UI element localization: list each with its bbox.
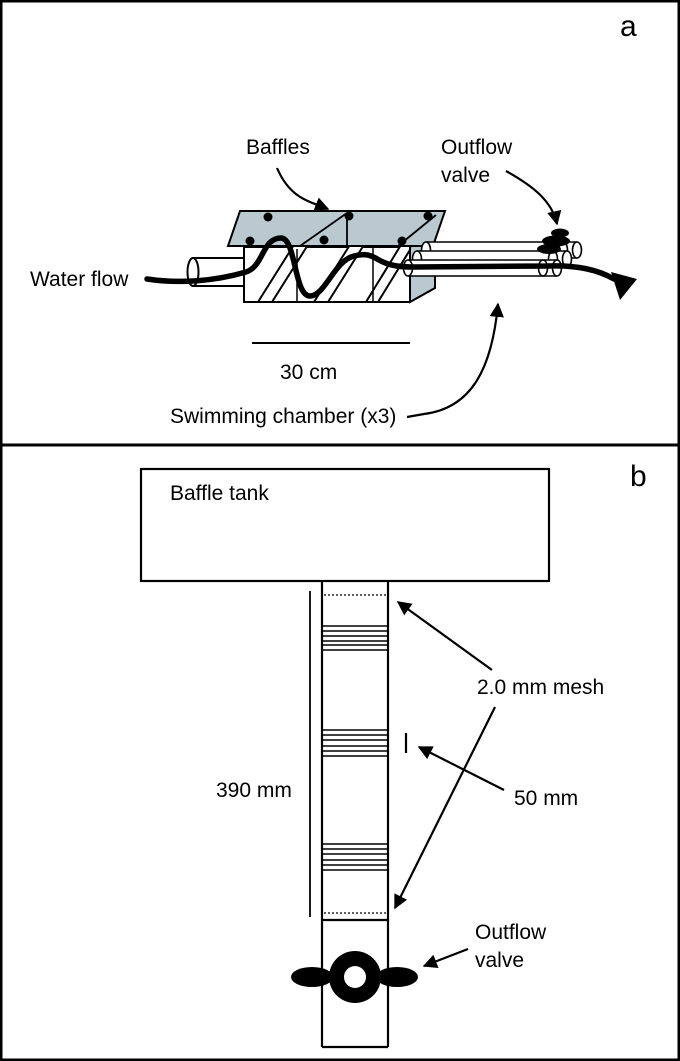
mesh-pointer-arrows xyxy=(394,601,496,910)
mesh-height-label: 50 mm xyxy=(514,787,579,810)
water-flow-path xyxy=(144,235,637,300)
mesh-height-pointer-arrow xyxy=(417,746,505,791)
baffle-plates xyxy=(256,239,418,303)
outflow-pointer-arrow xyxy=(422,947,469,969)
panel-b-canvas xyxy=(0,444,680,1061)
outflow-valve-icon xyxy=(291,951,418,1003)
baffle-tank-rect xyxy=(139,467,551,583)
mesh-bands xyxy=(322,625,388,871)
mesh-band xyxy=(322,843,388,871)
panel-a-tag: a xyxy=(620,10,637,43)
scale-label: 30 cm xyxy=(280,361,338,384)
baffles-label: Baffles xyxy=(246,136,310,159)
outflow-valve-icon xyxy=(537,228,570,254)
panel-a-canvas xyxy=(0,0,680,446)
lid-bolts xyxy=(245,211,433,246)
swimming-chamber-pointer-arrow xyxy=(406,302,504,419)
tank-lid xyxy=(226,210,447,247)
baffle-tank-label: Baffle tank xyxy=(170,482,269,505)
water-flow-label: Water flow xyxy=(30,268,129,291)
length-label: 390 mm xyxy=(216,779,292,802)
outflow-valve-label-b: Outflow valve xyxy=(475,921,547,972)
mesh-band xyxy=(322,625,388,651)
mesh-band xyxy=(322,729,388,757)
outflow-pointer-arrow xyxy=(505,170,562,226)
panel-b-tag: b xyxy=(630,460,647,493)
mesh-label: 2.0 mm mesh xyxy=(477,676,605,699)
outflow-valve-label-a: Outflow valve xyxy=(441,136,513,187)
flow-arrowhead-icon xyxy=(611,272,637,300)
swimming-chamber-label: Swimming chamber (x3) xyxy=(170,405,397,428)
baffles-pointer-arrow xyxy=(275,167,330,211)
